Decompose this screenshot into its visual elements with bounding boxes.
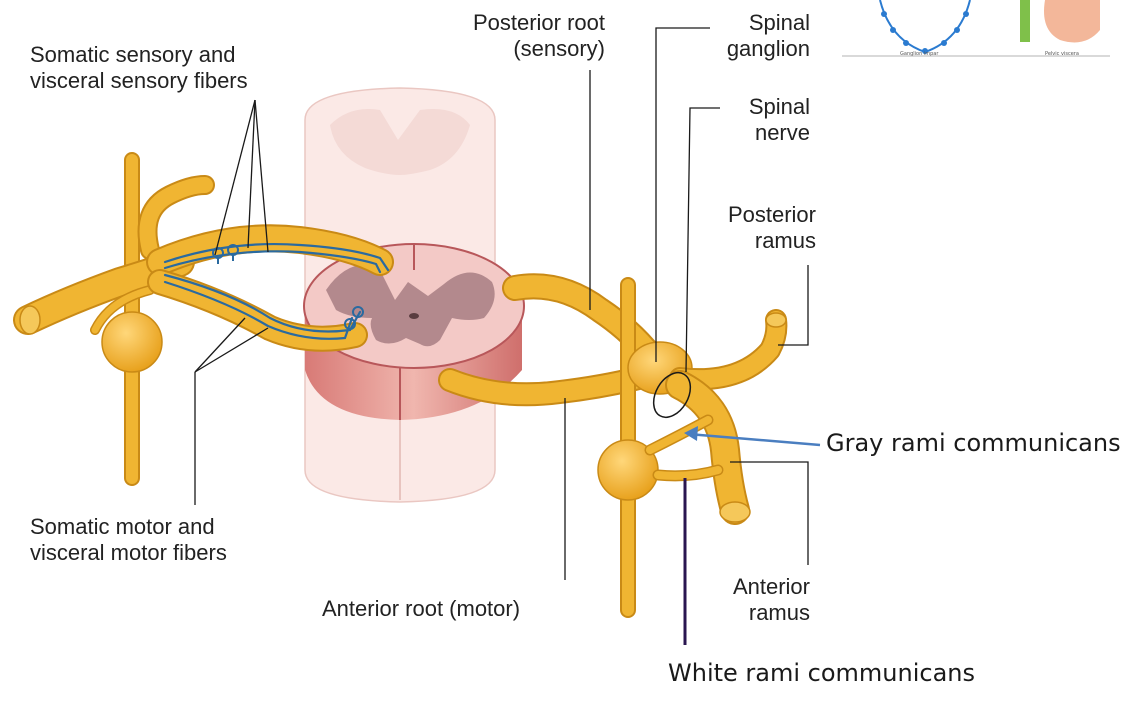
label-somatic-motor: Somatic motor and visceral motor fibers bbox=[30, 514, 227, 565]
thumbnail-left-caption: Ganglion impar bbox=[900, 51, 939, 57]
thumbnail-right-caption: Pelvic viscera bbox=[1045, 51, 1079, 57]
label-spinal-nerve: Spinal nerve bbox=[748, 94, 810, 145]
spinal-nerve-marker bbox=[652, 371, 692, 419]
label-anterior-root: Anterior root (motor) bbox=[322, 596, 521, 621]
label-gray-rami-communicans: Gray rami communicans bbox=[826, 429, 1121, 457]
left-trunk-ganglion bbox=[101, 311, 163, 373]
left-sympathetic-trunk bbox=[13, 152, 215, 486]
motor-neuron-icon bbox=[344, 318, 356, 330]
spinal-cord bbox=[303, 87, 525, 503]
label-anterior-ramus: Anterior ramus bbox=[732, 574, 810, 625]
label-posterior-root: Posterior root (sensory) bbox=[472, 10, 605, 61]
reference-thumbnail: Ganglion impar Pelvic viscera bbox=[842, 0, 1110, 58]
thumbnail-pelvis-icon bbox=[1044, 0, 1100, 43]
thumbnail-bar-icon bbox=[1020, 0, 1030, 42]
label-white-rami-communicans: White rami communicans bbox=[668, 659, 976, 687]
label-spinal-ganglion: Spinal ganglion bbox=[726, 10, 810, 61]
right-nerve-complex bbox=[438, 273, 788, 618]
nerve-fibers bbox=[163, 242, 390, 340]
leader-lines bbox=[194, 27, 821, 645]
label-somatic-sensory: Somatic sensory and visceral sensory fib… bbox=[30, 42, 248, 93]
gray-rami-arrow bbox=[687, 432, 821, 447]
motor-neuron-icon bbox=[352, 306, 364, 318]
gray-rami-arrowhead-icon bbox=[684, 426, 698, 441]
label-posterior-ramus: Posterior ramus bbox=[727, 202, 816, 253]
